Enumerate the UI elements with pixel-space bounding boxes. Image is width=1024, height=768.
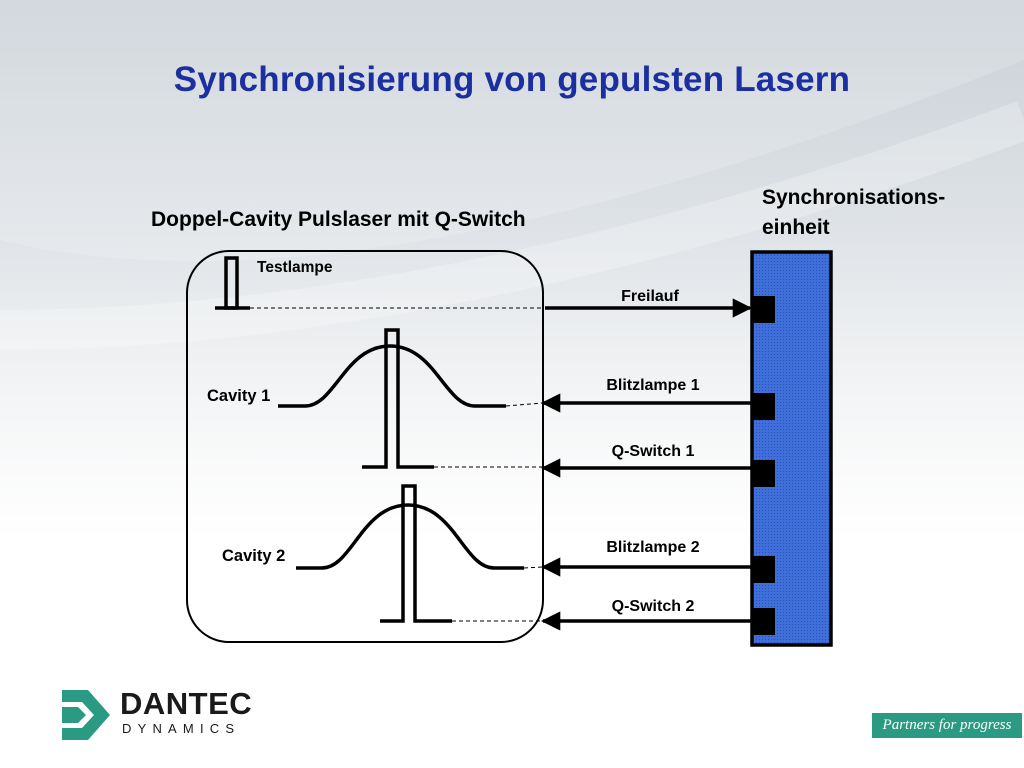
cavity2-flash-dashed-line: [523, 566, 544, 569]
sync-heading-line1: Synchronisations-: [762, 186, 945, 209]
sync-connector-blitzlampe1: [753, 393, 775, 420]
logo-main-text: DANTEC: [120, 686, 253, 721]
dantec-logo: DANTEC DYNAMICS: [62, 688, 262, 742]
blitzlampe2-label: Blitzlampe 2: [606, 539, 699, 556]
cavity2-flash-curve: [296, 503, 524, 570]
laser-heading: Doppel-Cavity Pulslaser mit Q-Switch: [151, 208, 526, 231]
sync-connector-freilauf: [753, 296, 775, 323]
cavity2-qswitch-pulse-icon: [380, 484, 452, 623]
cavity2-label: Cavity 2: [222, 547, 285, 565]
testlamp-pulse-icon: [215, 256, 250, 310]
tagline-badge: Partners for progress: [872, 713, 1022, 738]
slide-title: Synchronisierung von gepulsten Lasern: [173, 60, 851, 99]
testlamp-label: Testlampe: [257, 259, 333, 276]
laser-box: [186, 250, 544, 643]
sync-heading-line2: einheit: [762, 216, 830, 239]
qswitch2-label: Q-Switch 2: [612, 598, 695, 615]
sync-connector-qswitch2: [753, 608, 775, 635]
sync-connector-qswitch1: [753, 460, 775, 487]
logo-sub-text: DYNAMICS: [122, 721, 241, 736]
sync-connector-blitzlampe2: [753, 556, 775, 583]
qswitch1-label: Q-Switch 1: [612, 443, 695, 460]
cavity1-label: Cavity 1: [207, 387, 270, 405]
freilauf-label: Freilauf: [621, 288, 679, 305]
dantec-logo-mark-icon: [62, 690, 110, 740]
cavity1-flash-curve: [278, 344, 506, 408]
cavity1-qswitch-pulse-icon: [362, 328, 434, 469]
cavity1-flash-dashed-line: [505, 402, 544, 407]
blitzlampe1-label: Blitzlampe 1: [606, 377, 699, 394]
